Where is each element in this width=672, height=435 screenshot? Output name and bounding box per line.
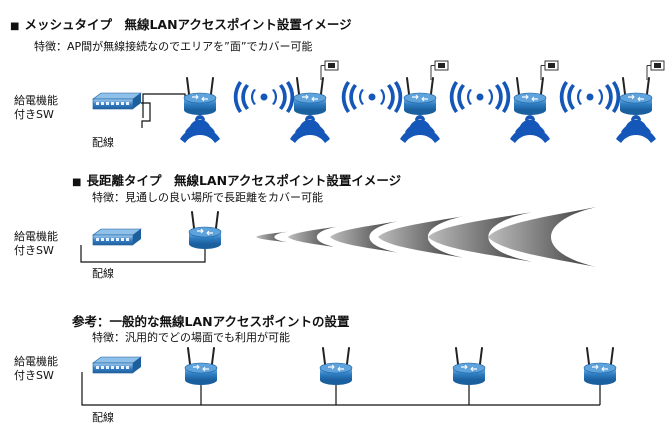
wire-1 — [142, 93, 186, 118]
poe-switch-3 — [92, 356, 142, 374]
section-3-switch-label: 給電機能付きSW — [14, 355, 58, 382]
section-2-bullet: ■ — [72, 177, 82, 188]
ap-mesh-5 — [619, 77, 653, 116]
ap-long-range — [188, 211, 222, 250]
ap-typical-2 — [319, 347, 353, 386]
section-3-title: 参考：一般的な無線LANアクセスポイントの設置 — [72, 314, 350, 329]
section-3-feature: 特徴：汎用的でどの場面でも利用が可能 — [92, 331, 290, 344]
power-adapter-4 — [540, 60, 559, 81]
mesh-link-2 — [341, 81, 403, 113]
poe-switch-2 — [92, 228, 142, 246]
ap-typical-1 — [184, 347, 218, 386]
wire-1a — [141, 102, 151, 128]
section-2-title: ■長距離タイプ 無線LANアクセスポイント設置イメージ — [72, 173, 402, 188]
ap-mesh-1 — [183, 77, 217, 116]
section-2-wire-label: 配線 — [92, 267, 114, 280]
ap-typical-4 — [583, 347, 617, 386]
signal-1 — [180, 115, 220, 143]
long-range-beam — [256, 207, 596, 267]
wire-3 — [81, 372, 600, 406]
mesh-link-3 — [449, 81, 511, 113]
poe-switch-1 — [92, 92, 142, 110]
section-3-wire-label: 配線 — [92, 411, 114, 424]
signal-4 — [510, 115, 550, 143]
power-adapter-2 — [320, 60, 339, 81]
long-range-section — [80, 207, 596, 267]
section-2-feature: 特徴：見通しの良い場所で長距離をカバー可能 — [92, 191, 323, 204]
power-adapter-5 — [646, 60, 665, 81]
ap-mesh-3 — [403, 77, 437, 116]
signal-5 — [616, 115, 656, 143]
ap-mesh-4 — [513, 77, 547, 116]
section-1-wire-label: 配線 — [92, 136, 114, 149]
signal-3 — [400, 115, 440, 143]
mesh-link-4 — [559, 81, 621, 113]
section-1-bullet: ■ — [10, 21, 20, 32]
section-1-title: ■メッシュタイプ 無線LANアクセスポイント設置イメージ — [10, 17, 352, 32]
signal-2 — [290, 115, 330, 143]
section-1-feature: 特徴：AP間が無線接続なのでエリアを”面”でカバー可能 — [34, 40, 313, 53]
wire-2 — [80, 243, 206, 263]
ap-typical-3 — [452, 347, 486, 386]
mesh-section — [92, 60, 665, 143]
power-adapter-3 — [430, 60, 449, 81]
section-2-switch-label: 給電機能付きSW — [14, 230, 58, 257]
mesh-link-1 — [233, 81, 295, 113]
ap-mesh-2 — [293, 77, 327, 116]
typical-section — [81, 347, 617, 406]
section-1-switch-label: 給電機能付きSW — [14, 94, 58, 121]
